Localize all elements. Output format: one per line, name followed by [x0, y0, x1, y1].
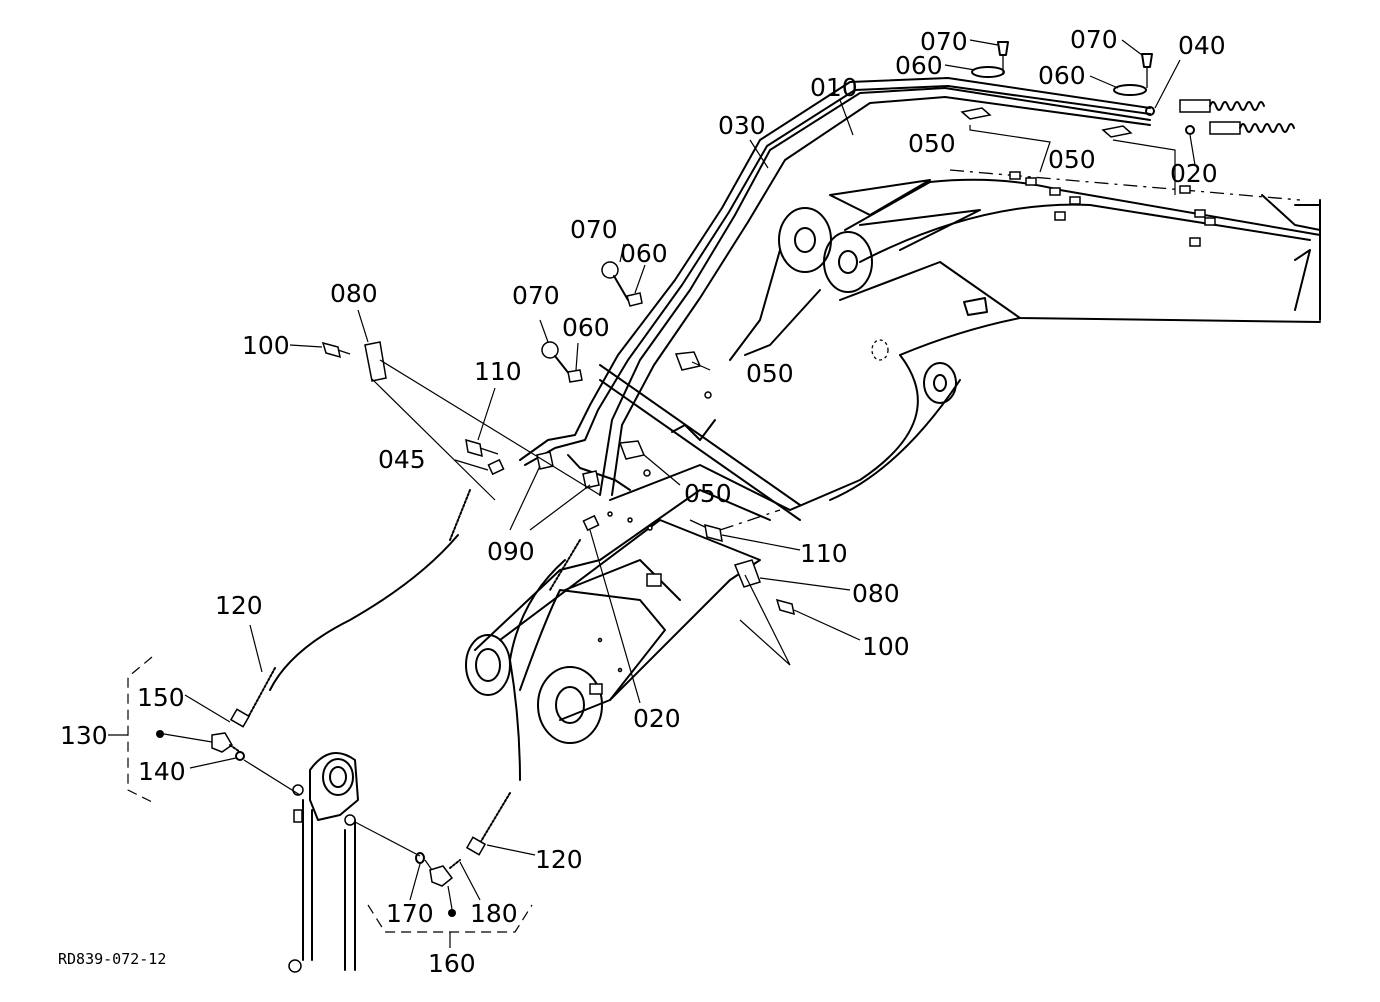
callout-label: 050 [684, 479, 732, 508]
elbow-assemblies [108, 656, 533, 948]
callout-label: 150 [137, 683, 185, 712]
hoses-120 [229, 489, 581, 856]
callout-label: 170 [386, 899, 434, 928]
drawing-code: RD839-072-12 [58, 950, 166, 968]
callout-label: 130 [60, 721, 108, 750]
callout-label: 050 [908, 129, 956, 158]
callout-label: 080 [330, 279, 378, 308]
callout-label: 070 [920, 27, 968, 56]
callout-label: 060 [1038, 61, 1086, 90]
callout-label: 070 [1070, 25, 1118, 54]
callout-label: 110 [800, 539, 848, 568]
dipper-arm [465, 464, 791, 744]
callout-label: 100 [862, 632, 910, 661]
callout-label: 060 [562, 313, 610, 342]
top-connections [960, 41, 1295, 195]
callout-label: 020 [1170, 159, 1218, 188]
callout-label: 070 [512, 281, 560, 310]
callout-labels: 070 060 070 060 040 010 030 050 050 020 … [58, 25, 1226, 978]
callout-label: 050 [746, 359, 794, 388]
callout-label: 110 [474, 357, 522, 386]
callout-label: 160 [428, 949, 476, 978]
callout-label: 120 [215, 591, 263, 620]
callout-label: 090 [487, 537, 535, 566]
leader-lines [184, 39, 1196, 901]
boom-arm [729, 169, 1321, 511]
callout-label: 020 [633, 704, 681, 733]
callout-label: 180 [470, 899, 518, 928]
callout-label: 040 [1178, 31, 1226, 60]
callout-label: 045 [378, 445, 426, 474]
cylinder [288, 751, 359, 973]
callout-label: 140 [138, 757, 186, 786]
boom-fittings [1009, 171, 1216, 247]
callout-label: 060 [620, 239, 668, 268]
callout-label: 120 [535, 845, 583, 874]
callout-label: 010 [810, 73, 858, 102]
callout-label: 080 [852, 579, 900, 608]
callout-label: 070 [570, 215, 618, 244]
callout-label: 030 [718, 111, 766, 140]
callout-label: 060 [895, 51, 943, 80]
callout-label: 050 [1048, 145, 1096, 174]
mid-fittings [321, 261, 795, 666]
pipes-010-030 [519, 77, 1151, 521]
callout-label: 100 [242, 331, 290, 360]
